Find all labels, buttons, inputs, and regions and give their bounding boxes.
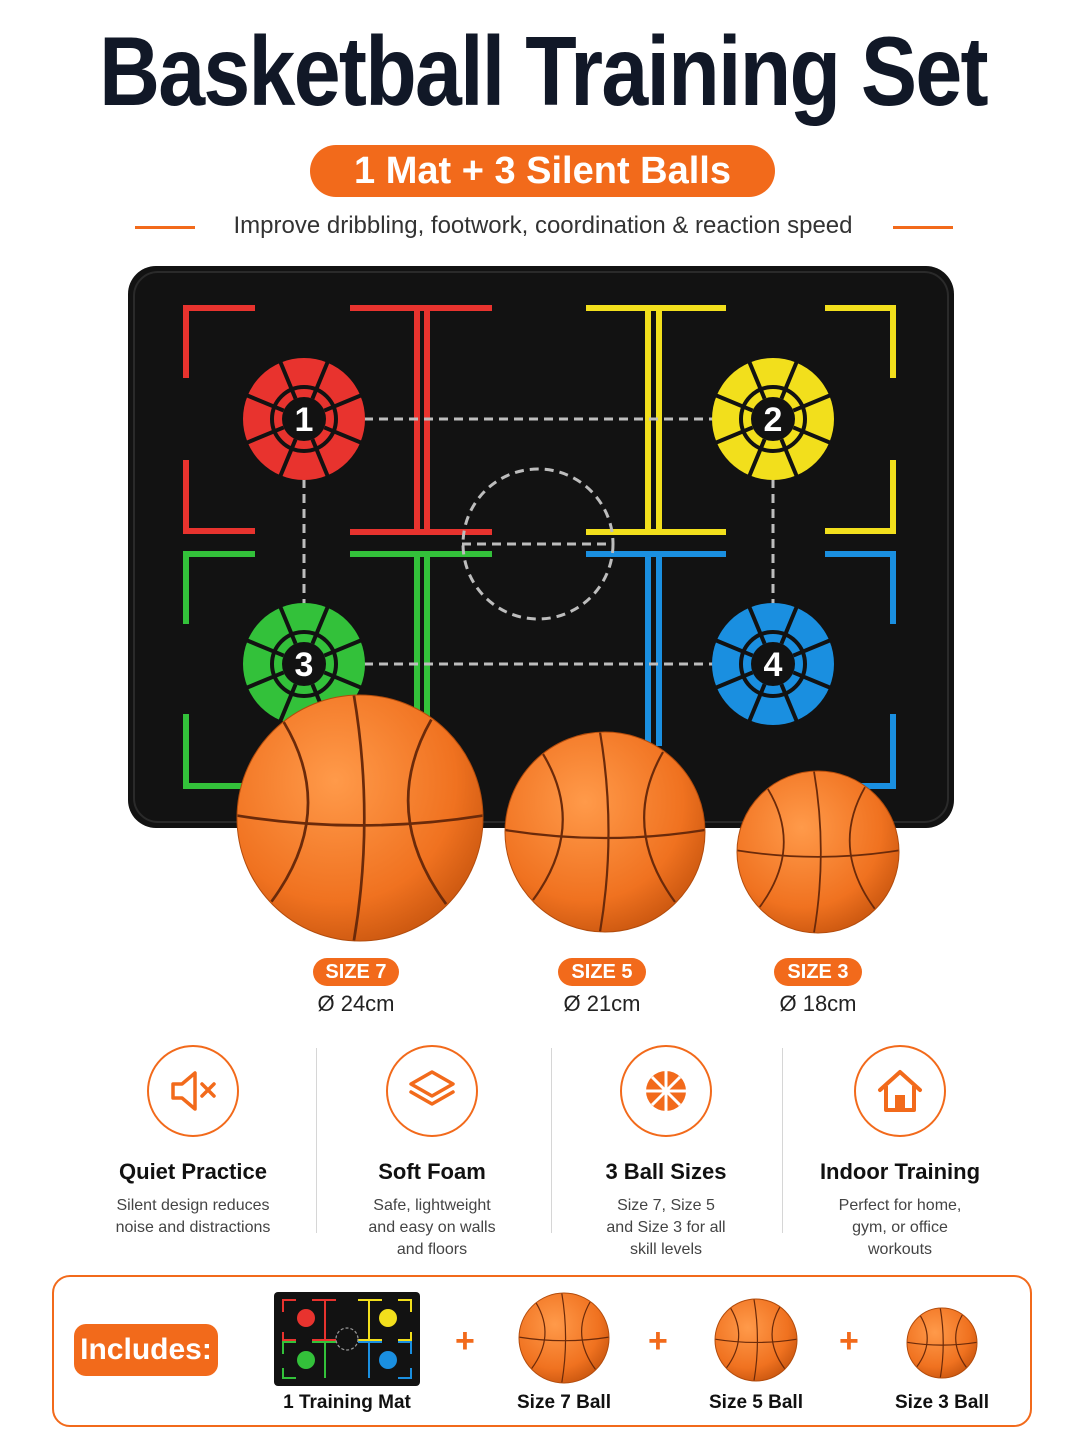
training-mat-image: 1 2 3 4 — [128, 266, 954, 828]
ball-size-label: SIZE 3 — [774, 958, 862, 986]
tagline-divider-right — [893, 226, 953, 229]
mat-spot-1: 1 — [243, 358, 365, 480]
spot-number: 2 — [764, 401, 783, 439]
green-quadrant-lines — [183, 551, 492, 789]
mini-size-7-ball — [518, 1292, 610, 1384]
plus-sign: + — [839, 1322, 859, 1360]
includes-label: Includes: — [74, 1324, 218, 1376]
feature-title: Quiet Practice — [119, 1159, 267, 1184]
plus-sign: + — [648, 1322, 668, 1360]
dashed-paths — [302, 417, 775, 666]
tagline-divider-left — [135, 226, 195, 229]
yellow-quadrant-lines — [586, 305, 896, 535]
ball-size-label: SIZE 7 — [313, 958, 399, 986]
includes-panel — [52, 1275, 1032, 1427]
mini-mat-image — [274, 1292, 420, 1386]
layers-icon — [386, 1045, 478, 1137]
feature-title: 3 Ball Sizes — [605, 1159, 727, 1184]
page-title: Basketball Training Set — [99, 16, 989, 126]
include-item-label: 1 Training Mat — [283, 1392, 411, 1413]
plus-sign: + — [455, 1322, 475, 1360]
mini-size-5-ball — [714, 1298, 798, 1382]
subtitle-badge: 1 Mat + 3 Silent Balls — [310, 145, 775, 197]
include-item-label: Size 5 Ball — [709, 1392, 803, 1413]
size-3-basketball — [736, 770, 900, 934]
size-5-basketball — [504, 731, 706, 933]
include-item-label: Size 7 Ball — [517, 1392, 611, 1413]
feature-divider — [551, 1048, 552, 1233]
feature-divider — [782, 1048, 783, 1233]
speaker-mute-icon — [147, 1045, 239, 1137]
size-7-basketball — [236, 694, 484, 942]
numbered-spots: 1 2 3 4 — [243, 358, 834, 725]
feature-title: Soft Foam — [378, 1159, 486, 1184]
mat-spot-2: 2 — [712, 358, 834, 480]
spot-number: 1 — [295, 401, 314, 439]
feature-title: Indoor Training — [819, 1159, 981, 1184]
include-item-label: Size 3 Ball — [895, 1392, 989, 1413]
feature-indoor-training: Indoor Training Perfect for home,gym, or… — [785, 1045, 1015, 1261]
ball-diameter: Ø 24cm — [317, 991, 395, 1016]
ball-size-label: SIZE 5 — [558, 958, 646, 986]
tagline: Improve dribbling, footwork, coordinatio… — [233, 212, 853, 239]
ball-diameter: Ø 21cm — [563, 991, 641, 1016]
spot-number: 3 — [295, 646, 314, 684]
ball-diameter: Ø 18cm — [779, 991, 857, 1016]
mini-size-3-ball — [906, 1307, 978, 1379]
feature-divider — [316, 1048, 317, 1233]
basketball-icon — [620, 1045, 712, 1137]
house-icon — [854, 1045, 946, 1137]
mat-spot-4: 4 — [712, 603, 834, 725]
spot-number: 4 — [764, 646, 783, 684]
